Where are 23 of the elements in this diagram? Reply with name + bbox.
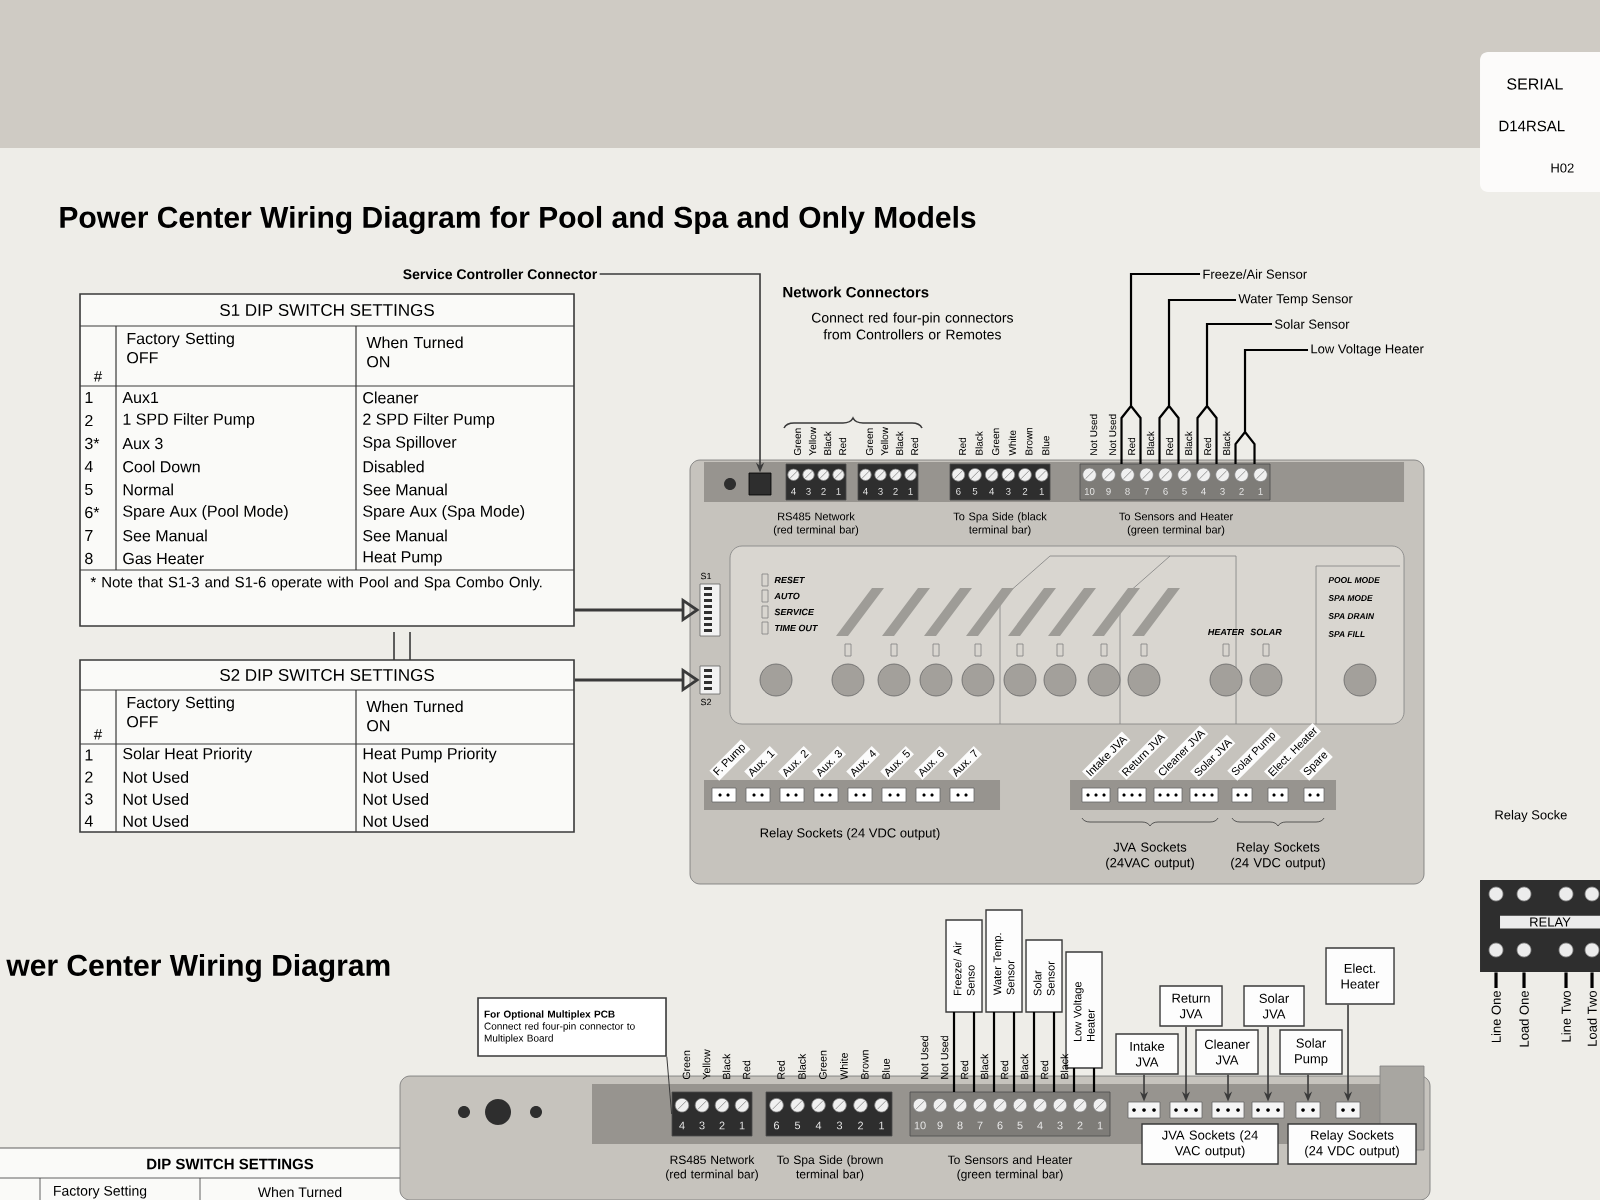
wire bbox=[1196, 322, 1274, 466]
socket bbox=[1295, 1101, 1321, 1119]
connector-socket bbox=[748, 472, 772, 496]
leader-line bbox=[666, 1056, 673, 1115]
heading: wer Center Wiring Diagram bbox=[6, 953, 390, 983]
wire bbox=[952, 1010, 976, 1094]
wire bbox=[1522, 972, 1526, 988]
serial-label: SERIAL bbox=[1507, 78, 1563, 90]
wire bbox=[992, 1010, 1016, 1094]
socket bbox=[1211, 1101, 1245, 1119]
wire bbox=[1564, 972, 1568, 988]
wire bbox=[1032, 1010, 1056, 1094]
wire bbox=[1494, 972, 1498, 988]
socket bbox=[1169, 1101, 1203, 1119]
wire bbox=[1072, 1066, 1096, 1094]
wire bbox=[1590, 972, 1594, 988]
socket bbox=[1335, 1101, 1361, 1119]
title: Power Center Wiring Diagram for Pool and Spa and Only Models bbox=[60, 205, 976, 235]
wire bbox=[1234, 348, 1310, 466]
socket bbox=[1251, 1101, 1285, 1119]
wire bbox=[1120, 272, 1202, 466]
socket bbox=[1127, 1101, 1161, 1119]
wire bbox=[1158, 298, 1238, 466]
